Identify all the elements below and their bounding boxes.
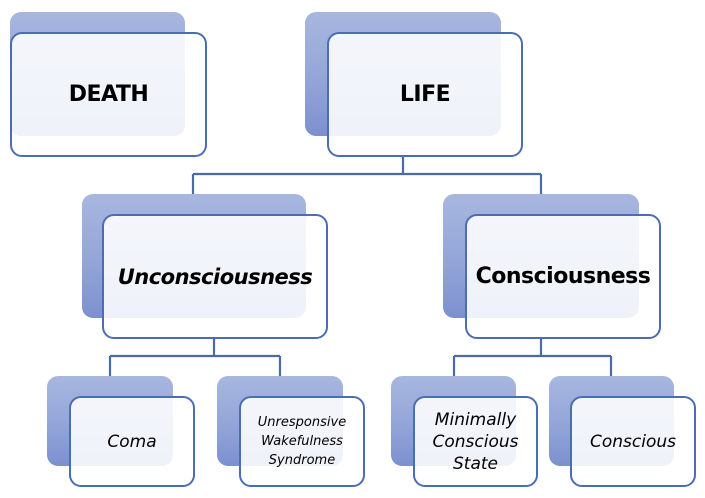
node-unconsciousness-label: Unconsciousness [117,264,313,289]
node-uws-line-3: Syndrome [268,453,336,468]
node-conscious-label: Conscious [589,431,676,452]
node-life-label: LIFE [399,82,451,107]
node-mcs-line-1: Minimally [434,409,517,430]
node-uws-line-1: Unresponsive [257,415,347,430]
node-coma-box: Coma [69,396,195,487]
node-mcs-line-3: State [452,453,498,474]
node-coma-label: Coma [107,431,157,452]
node-death-box: DEATH [10,32,207,157]
node-life-box: LIFE [327,32,523,157]
node-unconsciousness-box: Unconsciousness [102,214,328,339]
node-uws-box: Unresponsive Wakefulness Syndrome [239,396,365,487]
node-mcs-line-2: Conscious [432,431,519,452]
node-consciousness-box: Consciousness [465,214,661,339]
node-consciousness-label: Consciousness [475,264,651,289]
connector-unconsciousness-children [108,339,282,377]
connector-life-children [191,157,543,195]
node-conscious-box: Conscious [570,396,696,487]
node-mcs-box: Minimally Conscious State [413,396,538,487]
node-death-label: DEATH [68,82,149,107]
node-uws-label: Unresponsive Wakefulness Syndrome [258,413,346,470]
connector-consciousness-children [452,339,613,377]
node-uws-line-2: Wakefulness [261,434,343,449]
node-mcs-label: Minimally Conscious State [432,409,518,475]
